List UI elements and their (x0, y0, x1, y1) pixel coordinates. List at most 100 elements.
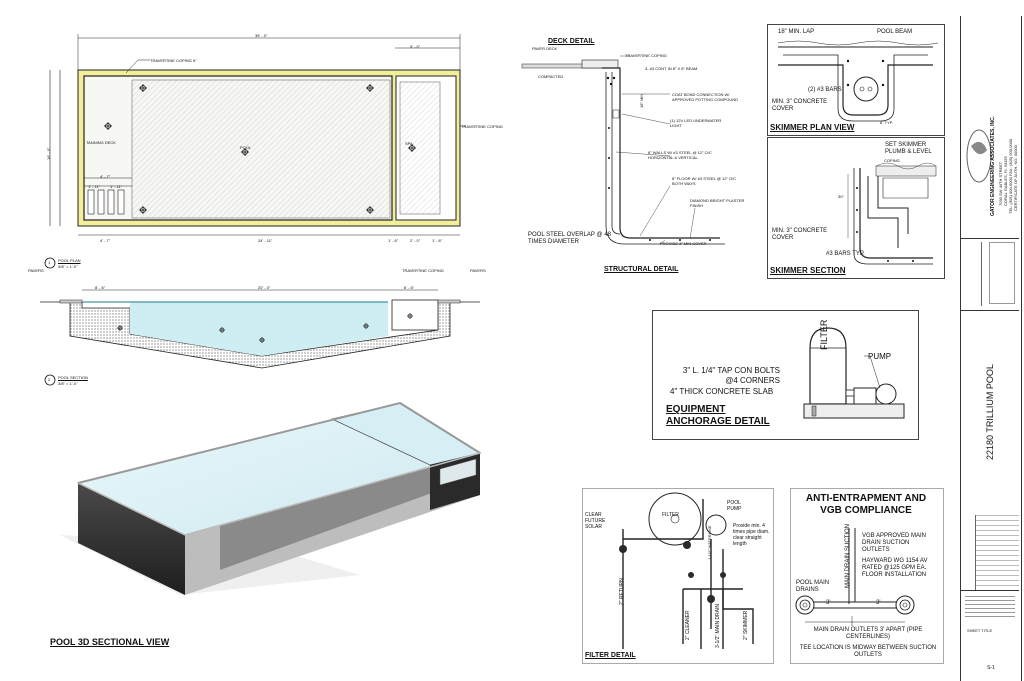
filter-waterline-label: 1-1/2" WATERLINE (707, 525, 712, 560)
plan-title: POOL PLAN (58, 258, 81, 263)
plan-dim-inner: 4' - 7" (100, 174, 111, 179)
plan-dim-top: 35' - 0" (255, 33, 268, 38)
structural-detail-title: STRUCTURAL DETAIL (604, 266, 679, 273)
equipment-drawing (803, 327, 905, 419)
skimmer-plan-cover: MIN. 3" CONCRETE COVER (772, 99, 828, 112)
skimmer-section-drawing (847, 162, 937, 265)
sheet-number: S-1 (987, 665, 995, 671)
title-block-revisions (961, 238, 1019, 311)
filter-cleaner-label: 2" CLEANER (685, 610, 691, 640)
skimmer-section-panel (767, 137, 945, 279)
section-pavers-right: PAVERS (470, 268, 486, 273)
title-block-company: GATOR ENGINEERING ASSOCIATES, INC. 7030 … (961, 16, 1019, 239)
anti-tee-label: TEE LOCATION IS MIDWAY BETWEEN SUCTION O… (799, 645, 937, 658)
deck-label-walls: 8" WALLS W/ #3 STEEL @ 12" O/C HORIZONTA… (648, 150, 712, 160)
title-block-project: 22180 TRILLIUM POOL (961, 310, 1019, 516)
project-name: 22180 TRILLIUM POOL (985, 364, 995, 460)
filter-skimmer-label: 2" SKIMMER (743, 610, 749, 640)
anti-apart-label: MAIN DRAIN OUTLETS 3' APART (PIPE CENTER… (813, 627, 923, 640)
section-dim-2: 20' - 0" (258, 285, 271, 290)
skimmer-plan-bars: (2) #3 BARS (808, 87, 842, 93)
filter-pump-label: POOL PUMP (727, 500, 742, 512)
plan-marker: 1 (48, 260, 51, 265)
skimmer-section-bars: #3 BARS TYP. (826, 251, 865, 257)
deck-label-floor: 8" FLOOR W/ #3 STEEL @ 12" O/C BOTH WAYS (672, 176, 737, 186)
section-title: POOL SECTION (58, 375, 88, 380)
deck-label-coping: TRAVERTINE COPING (625, 53, 667, 58)
anti-drains-label: POOL MAIN DRAINS (796, 580, 830, 593)
skimmer-plan-panel (767, 24, 945, 136)
anti-hayward-label: HAYWARD WG 1154 AV RATED @125 GPM EA. FL… (862, 558, 928, 578)
plan-dim-left: 16' - 0" (46, 147, 51, 160)
plan-dim-bottom-4: 2' - 0" (410, 238, 421, 243)
skimmer-section-coping: COPING (884, 158, 900, 163)
plan-dim-bottom-1: 4' - 7" (100, 238, 111, 243)
plan-dim-small-1: 1' - 11" (88, 184, 101, 189)
skimmer-plan-beam: POOL BEAM (877, 29, 913, 35)
section-pavers-left: PAVERS (28, 268, 44, 273)
deck-detail-title: DECK DETAIL (548, 38, 595, 45)
title-block-sheet: SHEET TITLE S-1 (961, 590, 1019, 681)
pool-section-drawing (40, 289, 480, 369)
plan-coping-label: TRAVERTINE COPING 6" (150, 58, 197, 63)
equipment-filter-label: FILTER (819, 319, 829, 350)
equipment-slab-label: 4" THICK CONCRETE SLAB (670, 387, 774, 396)
section-marker: 2 (48, 377, 51, 382)
section-scale: 3/8" = 1'-0" (58, 381, 78, 386)
skimmer-plan-title: SKIMMER PLAN VIEW (770, 123, 855, 132)
skimmer-plan-drawing (777, 40, 939, 122)
filter-return-label: 2" RETURN (619, 578, 625, 605)
equipment-title: EQUIPMENT ANCHORAGE DETAIL (666, 404, 770, 427)
filter-filter-label: FILTER (662, 512, 679, 518)
skimmer-section-title: SKIMMER SECTION (770, 266, 846, 275)
anti-entrapment-panel (790, 488, 944, 664)
anti-dim-left: 3' (826, 600, 831, 606)
anti-entrapment-title: ANTI-ENTRAPMENT AND VGB COMPLIANCE (805, 493, 927, 516)
plan-title-block: 1 POOL PLAN 3/8" = 1'-0" (44, 257, 124, 271)
skimmer-plan-lap: 18" MIN. LAP (778, 29, 815, 35)
filter-solar-label: CLEAR FUTURE SOLAR (585, 512, 606, 530)
plan-scale: 3/8" = 1'-0" (58, 264, 78, 269)
deck-label-bond: COAT BOND CONNECTION W/ APPROVED POTTING… (672, 92, 739, 102)
deck-label-paver: PAVER DECK (532, 46, 558, 51)
anti-entrapment-drawing (795, 528, 915, 626)
deck-label-compacted: COMPACTED (538, 74, 564, 79)
skimmer-section-dim: 30" (838, 194, 844, 199)
pool-plan-drawing (49, 34, 466, 236)
deck-label-overlap: POOL STEEL OVERLAP @ 48 TIMES DIAMETER (528, 232, 611, 245)
deck-label-plaster: DIAMOND BRIGHT PLASTER FINISH (690, 198, 745, 208)
plan-dim-bottom-5: 1' - 6" (432, 238, 443, 243)
filter-maindrain-label: 3-1/2" MAIN DRAIN (715, 603, 721, 648)
skimmer-plan-typ: 6" TYP. (880, 120, 894, 125)
filter-straight-label: Provide min. 4 times pipe diam. clear st… (733, 523, 770, 547)
plan-dim-bottom-2: 24' - 11" (258, 238, 273, 243)
deck-label-light: (1) 12V LED UNDERWATER LIGHT (670, 118, 722, 128)
anti-suction-label: MAIN DRAIN SUCTION (845, 523, 851, 588)
filter-detail-drawing (619, 492, 754, 649)
title-block-grid (961, 515, 1019, 591)
anti-dim-right: 3' (876, 600, 881, 606)
anti-vgb-label: VGB APPROVED MAIN DRAIN SUCTION OUTLETS (862, 533, 927, 553)
pool-3d-title: POOL 3D SECTIONAL VIEW (50, 637, 170, 647)
company-name: GATOR ENGINEERING ASSOCIATES, INC. (990, 115, 996, 216)
section-coping: TRAVERTINE COPING (402, 268, 444, 273)
plan-dim-bottom-3: 1' - 6" (388, 238, 399, 243)
company-logo (966, 129, 992, 183)
plan-spa-label: SPA (405, 141, 413, 146)
sheet-title: SHEET TITLE (967, 628, 993, 633)
structural-detail-drawing (521, 55, 725, 245)
plan-tanning-deck: TANNING DECK (86, 140, 116, 145)
section-title-block: 2 POOL SECTION 3/8" = 1'-0" (44, 374, 124, 388)
deck-label-beam: 3- #3 CONT IN 8" X 8" BEAM (645, 66, 698, 71)
skimmer-section-plumb: SET SKIMMER PLUMB & LEVEL (885, 142, 932, 155)
plan-dim-small-2: 1' - 11" (110, 184, 123, 189)
company-line-4: CERTIFICATE OF AUTH. NO. 00000 (1013, 145, 1018, 211)
equipment-pump-label: PUMP (868, 352, 892, 361)
plan-pool-label: POOL (240, 145, 252, 150)
section-dim-3: 6' - 6" (404, 285, 415, 290)
skimmer-section-cover: MIN. 3" CONCRETE COVER (772, 228, 828, 241)
deck-label-cover: PROVIDE 3" MIN COVER (660, 241, 707, 246)
pool-3d-view (60, 401, 482, 595)
filter-detail-title: FILTER DETAIL (585, 652, 636, 659)
